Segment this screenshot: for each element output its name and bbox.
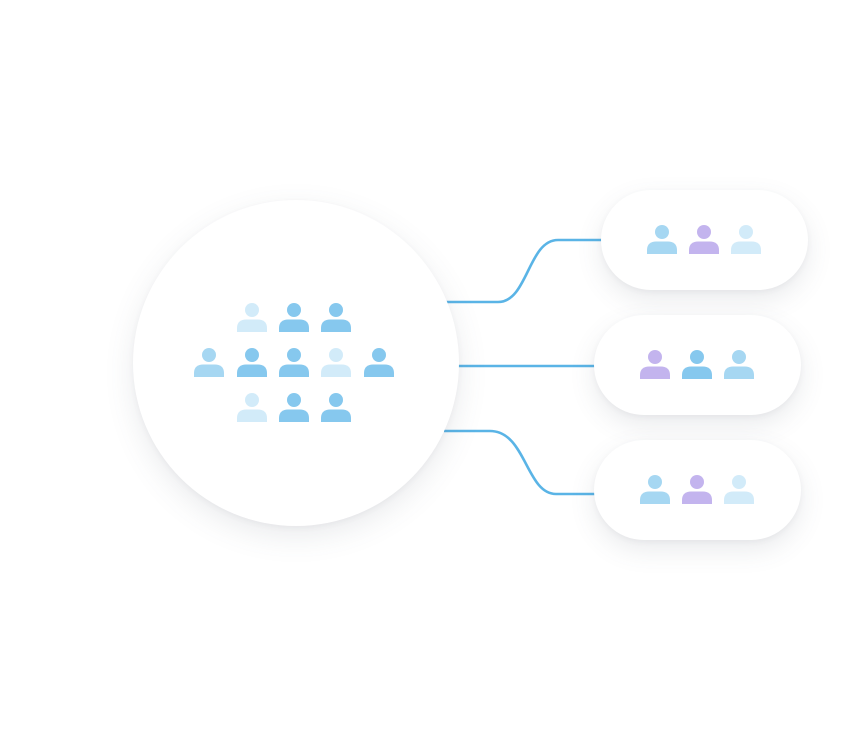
person-icon: [236, 302, 268, 334]
person-icon: [278, 302, 310, 334]
person-icon: [278, 347, 310, 379]
person-icon: [730, 224, 762, 256]
person-icon: [688, 224, 720, 256]
person-icon: [646, 224, 678, 256]
person-icon: [320, 392, 352, 424]
segment-pill-1: [601, 190, 808, 290]
connector-bottom: [444, 429, 596, 496]
segment-pill-2: [594, 315, 801, 415]
person-icon: [723, 349, 755, 381]
person-icon: [320, 347, 352, 379]
audience-group-circle: [133, 200, 459, 526]
person-icon: [193, 347, 225, 379]
person-icon: [723, 474, 755, 506]
person-icon: [681, 474, 713, 506]
person-icon: [363, 347, 395, 379]
person-icon: [639, 474, 671, 506]
person-icon: [236, 347, 268, 379]
person-icon: [236, 392, 268, 424]
person-icon: [639, 349, 671, 381]
person-icon: [278, 392, 310, 424]
segment-pill-3: [594, 440, 801, 540]
person-icon: [320, 302, 352, 334]
connector-top: [445, 238, 602, 304]
person-icon: [681, 349, 713, 381]
